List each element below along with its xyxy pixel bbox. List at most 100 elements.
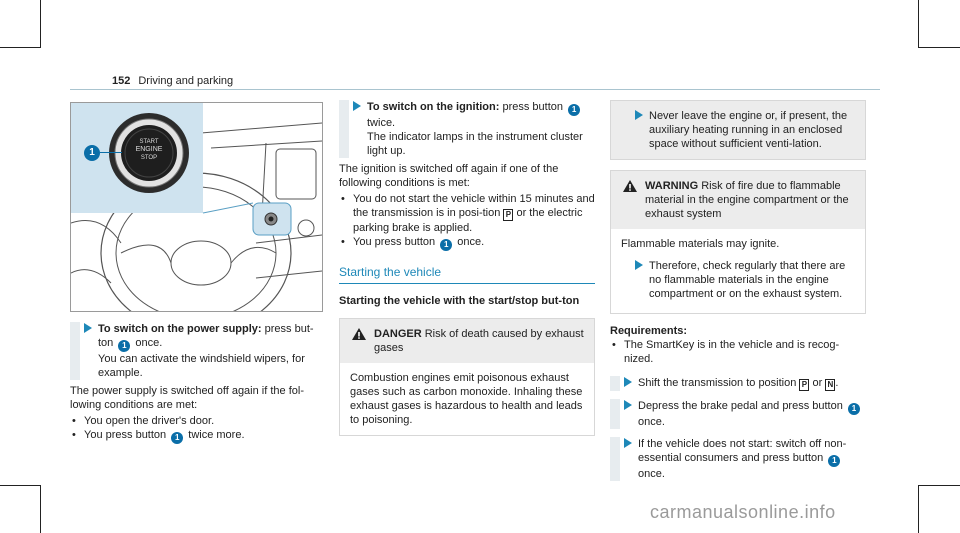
callout-badge: 1: [84, 145, 100, 161]
column-3: Never leave the engine or, if present, t…: [610, 100, 866, 485]
list-item: You press button 1 once.: [339, 235, 595, 251]
callout-badge-inline: 1: [847, 403, 860, 415]
step-bar: [610, 376, 620, 391]
step-text-a: press but-ton: [98, 323, 314, 349]
step-text: Never leave the engine or, if present, t…: [649, 110, 848, 150]
paragraph: The ignition is switched off again if on…: [339, 163, 559, 189]
step-text: If the vehicle does not start: switch of…: [638, 437, 866, 481]
bullet-text-a: You press button: [84, 429, 167, 441]
dashboard-illustration: START ENGINE STOP 1: [70, 102, 323, 312]
watermark: carmanualsonline.info: [650, 502, 836, 522]
cockpit-drawing: [71, 103, 322, 311]
step-brake-press: Depress the brake pedal and press button…: [610, 399, 866, 429]
requirements-title: Requirements:: [610, 325, 688, 337]
step-arrow-icon: [353, 101, 361, 111]
callout-leader-line: [100, 152, 122, 153]
callout-number: 1: [89, 147, 95, 158]
bullet-list: You do not start the vehicle within 15 m…: [339, 192, 595, 251]
step-note: You can activate the windshield wipers, …: [98, 353, 305, 379]
step-text-b: or: [812, 377, 823, 389]
danger-header: DANGER Risk of death caused by exhaust g…: [340, 319, 594, 363]
warning-triangle-icon: [352, 328, 366, 340]
crop-mark: [0, 47, 40, 48]
bullet-text-a: You press button: [353, 236, 436, 248]
header-rule: [70, 89, 880, 90]
list-item: You open the driver's door.: [70, 414, 322, 428]
crop-mark: [40, 485, 41, 533]
step-arrow-icon: [624, 400, 632, 410]
callout-badge-inline: 1: [118, 340, 131, 352]
crop-mark: [918, 47, 960, 48]
column-1: To switch on the power supply: press but…: [70, 322, 322, 444]
danger-box-continued: Never leave the engine or, if present, t…: [610, 100, 866, 160]
danger-label: DANGER: [374, 328, 422, 340]
step-title: To switch on the power supply:: [98, 323, 262, 335]
step-text: Depress the brake pedal and press button…: [638, 399, 866, 429]
step-title: To switch on the ignition:: [367, 101, 500, 113]
page-number: 152: [112, 75, 131, 87]
step-arrow-icon: [84, 323, 92, 333]
bullet-text-a: You do not start the vehicle within 15 m…: [353, 193, 595, 219]
step-note: The indicator lamps in the instrument cl…: [367, 131, 583, 157]
step-text-a: Shift the transmission to position: [638, 377, 797, 389]
callout-badge-inline: 1: [171, 432, 184, 444]
step-arrow-icon: [624, 377, 632, 387]
step-text-a: press button: [502, 101, 563, 113]
danger-box: DANGER Risk of death caused by exhaust g…: [339, 318, 595, 436]
warning-text: Flammable materials may ignite.: [621, 238, 780, 250]
step-text-b: once.: [135, 337, 163, 349]
step-text-a: Depress the brake pedal and press button: [638, 400, 843, 412]
warning-box: WARNING Risk of fire due to flammable ma…: [610, 170, 866, 314]
paragraph: The power supply is switched off again i…: [70, 385, 304, 411]
step-text-b: once.: [638, 468, 665, 480]
list-item: You press button 1 twice more.: [70, 428, 322, 444]
bullet-text-b: once.: [457, 236, 485, 248]
step-arrow-icon: [635, 260, 643, 270]
section-title: Starting the vehicle: [339, 265, 442, 279]
button-text-start: START: [139, 139, 159, 145]
step-ventilation: Never leave the engine or, if present, t…: [621, 109, 857, 151]
column-2: To switch on the ignition: press button …: [339, 100, 595, 446]
step-text: Shift the transmission to position P or …: [638, 376, 866, 391]
requirements-list: The SmartKey is in the vehicle and is re…: [610, 338, 866, 366]
step-shift-transmission: Shift the transmission to position P or …: [610, 376, 866, 391]
warning-title: Risk of fire due to flammable material i…: [645, 180, 849, 220]
step-text-a: If the vehicle does not start: switch of…: [638, 438, 847, 464]
step-check-flammable: Therefore, check regularly that there ar…: [621, 259, 855, 301]
step-power-supply: To switch on the power supply: press but…: [70, 322, 322, 380]
step-bar: [610, 437, 620, 481]
button-text-engine: ENGINE: [135, 146, 163, 153]
crop-mark: [40, 0, 41, 48]
crop-mark: [918, 485, 919, 533]
warning-header: WARNING Risk of fire due to flammable ma…: [611, 171, 865, 229]
step-text-c: .: [835, 377, 839, 389]
page-header: 152 Driving and parking: [112, 74, 233, 88]
gear-p-key: P: [503, 209, 514, 221]
step-bar: [339, 100, 349, 158]
subheading: Starting the vehicle with the start/stop…: [339, 295, 580, 307]
step-arrow-icon: [635, 110, 643, 120]
bullet-text-b: or the electric parking brake is applied…: [353, 207, 583, 234]
bullet-text-b: twice more.: [188, 429, 245, 441]
bullet-list: You open the driver's door. You press bu…: [70, 414, 322, 444]
warning-body: Flammable materials may ignite. Therefor…: [611, 229, 865, 313]
callout-badge-inline: 1: [440, 239, 453, 251]
start-stop-button-text: START ENGINE STOP: [129, 138, 169, 162]
button-text-stop: STOP: [140, 155, 158, 161]
callout-badge-inline: 1: [568, 104, 581, 116]
step-arrow-icon: [624, 438, 632, 448]
warning-triangle-icon: [623, 180, 637, 192]
section-name: Driving and parking: [138, 75, 234, 87]
step-text-b: once.: [638, 416, 665, 428]
step-no-start: If the vehicle does not start: switch of…: [610, 437, 866, 481]
crop-mark: [918, 0, 919, 48]
gear-n-key: N: [825, 379, 836, 391]
crop-mark: [0, 485, 40, 486]
list-item: The SmartKey is in the vehicle and is re…: [610, 338, 866, 366]
danger-title: Risk of death caused by exhaust gases: [374, 328, 584, 354]
gear-p-key: P: [799, 379, 810, 391]
section-rule: [339, 283, 595, 284]
danger-body: Combustion engines emit poisonous exhaus…: [350, 372, 583, 426]
step-bar: [70, 322, 80, 380]
step-text: Therefore, check regularly that there ar…: [649, 260, 846, 300]
